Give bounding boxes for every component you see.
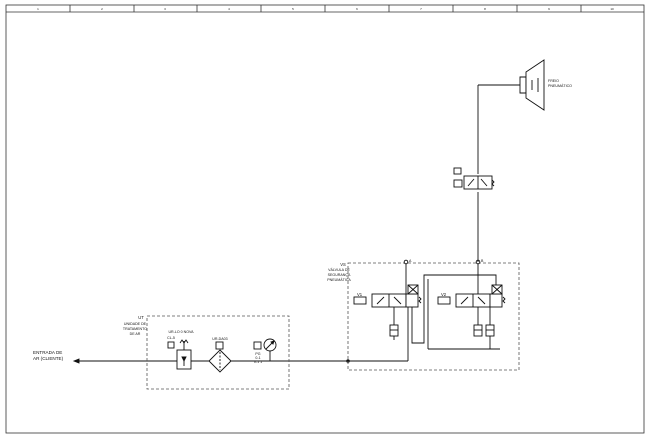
regulator-tag: UR-LO 0 NOVA [168, 330, 194, 334]
sheet-frame [5, 4, 645, 434]
column-marker: 6 [356, 7, 358, 11]
column-marker: 7 [420, 7, 422, 11]
valve-v1-label: V1 [357, 292, 363, 297]
gauge-label: PG 0-1 0-1 1 [254, 352, 262, 364]
valve-v1-icon [353, 284, 422, 340]
vs-tag: VS [340, 262, 346, 267]
main-supply-line [72, 358, 408, 364]
column-marker: 9 [548, 7, 550, 11]
column-marker: 1 [37, 7, 39, 11]
safety-valve-boundary [347, 262, 520, 371]
entrada-label-line2: AR (CLIENTE) [33, 356, 64, 361]
column-marker: 3 [164, 7, 166, 11]
freio-line1: FREIO [548, 79, 559, 83]
brake-supply-line [477, 84, 520, 262]
column-marker: 2 [101, 7, 103, 11]
gauge-sub1: 0-1 [255, 356, 260, 360]
valve-v2-icon [437, 284, 506, 337]
filter-icon [208, 341, 232, 373]
ut-line2: TRATAMENTO [123, 327, 147, 331]
ut-line3: DE AR [130, 332, 141, 336]
air-inlet-label: ENTRADA DE AR (CLIENTE) [33, 350, 64, 361]
ut-label: UT UNIDADE DE TRATAMENTO DE AR [123, 315, 147, 336]
regulator-label: UR-LO 0 NOVA CL-5 [167, 330, 194, 340]
pneumatic-brake-icon [519, 59, 545, 111]
vs-internal-piping [393, 259, 500, 361]
port-b-label: B [481, 259, 484, 263]
vs-line3: PNEUMÁTICA [327, 278, 351, 282]
filter-tag: UR-DA03 [212, 337, 227, 341]
column-marker: 8 [484, 7, 486, 11]
valve-v2-label: V2 [441, 292, 447, 297]
port-labels: A B [409, 259, 484, 263]
column-marker: 4 [228, 7, 230, 11]
vs-label: VS VÁLVULA DE SEGURANÇA PNEUMÁTICA [327, 262, 351, 282]
column-marker: 5 [292, 7, 294, 11]
regulator-sub: CL-5 [167, 336, 175, 340]
port-a-label: A [409, 259, 412, 263]
ut-tag: UT [138, 315, 144, 320]
vs-line1: VÁLVULA DE [328, 268, 350, 272]
pressure-gauge-icon [253, 338, 277, 361]
entrada-label-line1: ENTRADA DE [33, 350, 62, 355]
freio-line2: PNEUMÁTICO [548, 84, 572, 88]
filter-label: UR-DA03 [212, 337, 227, 341]
pressure-regulator-icon [167, 339, 192, 370]
gauge-tag: PG [255, 352, 260, 356]
column-marker: 10 [610, 7, 614, 11]
vs-line2: SEGURANÇA [328, 273, 351, 277]
brake-control-valve-icon [453, 167, 495, 190]
air-treatment-unit-boundary [146, 315, 290, 390]
brake-label: FREIO PNEUMÁTICO [548, 79, 572, 88]
gauge-sub2: 0-1 1 [254, 360, 262, 364]
ut-line1: UNIDADE DE [124, 322, 147, 326]
column-markers: 1 2 3 4 5 6 7 8 9 10 [37, 7, 614, 11]
